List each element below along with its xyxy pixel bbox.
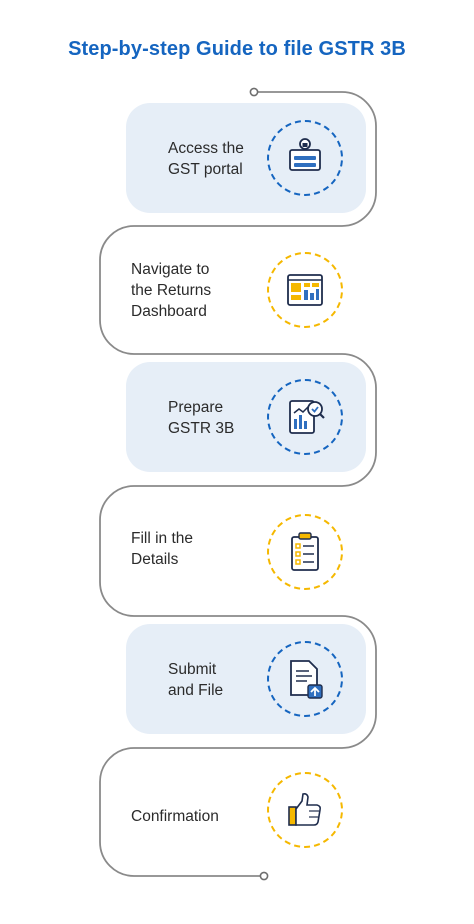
login-form-icon <box>267 120 343 196</box>
dashboard-icon <box>267 252 343 328</box>
step-label-access-portal: Access the GST portal <box>168 140 244 178</box>
report-analysis-icon <box>267 379 343 455</box>
clipboard-checklist-icon <box>267 514 343 590</box>
document-upload-icon <box>267 641 343 717</box>
thumbs-up-icon <box>267 772 343 848</box>
path-start-dot <box>249 87 259 97</box>
step-label-prepare-gstr: Prepare GSTR 3B <box>168 399 235 437</box>
step-label-confirmation: Confirmation <box>131 808 219 825</box>
step-label-fill-details: Fill in the Details <box>131 530 194 568</box>
path-end-dot <box>259 871 269 881</box>
step-label-navigate-dashboard: Navigate to the Returns Dashboard <box>131 261 212 320</box>
page-title: Step-by-step Guide to file GSTR 3B <box>68 38 406 60</box>
step-label-submit-file: Submit and File <box>168 661 224 699</box>
